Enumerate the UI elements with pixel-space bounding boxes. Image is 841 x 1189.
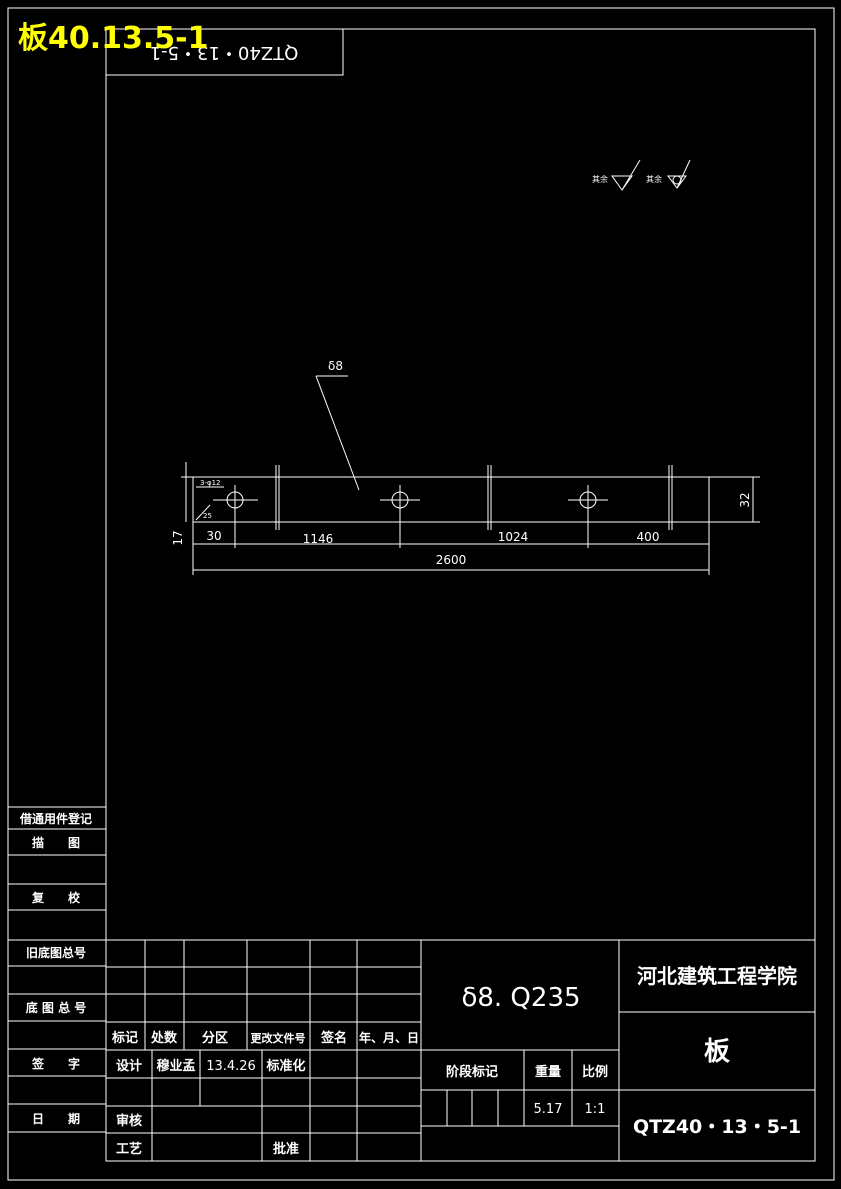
designer-name: 穆业孟: [156, 1058, 195, 1074]
rev-header-count: 处数: [150, 1030, 178, 1046]
dim-2600: 2600: [436, 553, 467, 567]
drawing-number: QTZ40・13・5-1: [633, 1116, 801, 1138]
process-label: 工艺: [116, 1141, 142, 1157]
approve-label: 批准: [273, 1141, 299, 1157]
rev-header-mark: 标记: [111, 1030, 138, 1046]
left-label-borrow: 借通用件登记: [19, 811, 92, 826]
roughness-label-1: 其余: [592, 174, 608, 184]
stage-label: 阶段标记: [446, 1064, 498, 1080]
thickness-callout: δ8: [328, 359, 343, 373]
mirrored-drawing-code: QTZ40・13・5-1: [150, 42, 299, 63]
weight-value: 5.17: [534, 1102, 563, 1117]
dim-17: 17: [171, 530, 185, 545]
material-spec: δ8. Q235: [461, 983, 580, 1013]
dim-400: 400: [637, 530, 660, 544]
dim-1024: 1024: [498, 530, 529, 544]
plate-view: 3-φ12 25 δ8: [192, 359, 710, 530]
hole-note-2: 25: [203, 512, 212, 520]
weight-label: 重量: [535, 1064, 561, 1080]
dim-30: 30: [206, 529, 221, 543]
rev-header-zone: 分区: [202, 1030, 228, 1046]
left-label-trace: 描 图: [32, 835, 80, 850]
roughness-symbols: 其余 其余: [592, 159, 691, 191]
scale-label: 比例: [582, 1064, 608, 1080]
dim-1146: 1146: [303, 532, 334, 546]
design-label: 设计: [116, 1058, 142, 1074]
rev-header-date: 年、月、日: [359, 1030, 419, 1045]
rev-header-sign: 签名: [320, 1030, 347, 1046]
left-label-recheck: 复 校: [31, 890, 81, 905]
title-block: 标记 处数 分区 更改文件号 签名 年、月、日 设计 穆业孟 13.4.26 标…: [106, 939, 815, 1161]
roughness-icon-1: [611, 159, 641, 191]
school-name: 河北建筑工程学院: [637, 964, 797, 988]
design-date: 13.4.26: [206, 1059, 256, 1074]
part-name: 板: [704, 1037, 730, 1067]
hole-note: 3-φ12: [200, 479, 221, 487]
inner-border: [105, 28, 816, 1162]
outer-border: [7, 7, 835, 1181]
rev-header-doc: 更改文件号: [251, 1031, 306, 1045]
left-label-old-base: 旧底图总号: [26, 945, 86, 960]
plate-outline: [192, 476, 710, 523]
scale-value: 1:1: [585, 1102, 606, 1117]
dimensions: 30 1146 1024 400 2600 17 32: [171, 462, 760, 575]
left-label-date: 日 期: [32, 1111, 80, 1126]
dim-32: 32: [738, 492, 752, 507]
left-column: 借通用件登记 描 图 复 校 旧底图总号 底 图 总 号 签 字 日 期: [8, 806, 106, 1133]
standard-label: 标准化: [265, 1058, 305, 1074]
left-label-sign: 签 字: [31, 1056, 80, 1071]
drawing-label: 板40.13.5-1: [18, 21, 209, 56]
roughness-label-2: 其余: [646, 174, 662, 184]
review-label: 审核: [116, 1113, 142, 1129]
code-box: [105, 28, 344, 76]
left-label-base-number: 底 图 总 号: [26, 1000, 87, 1015]
